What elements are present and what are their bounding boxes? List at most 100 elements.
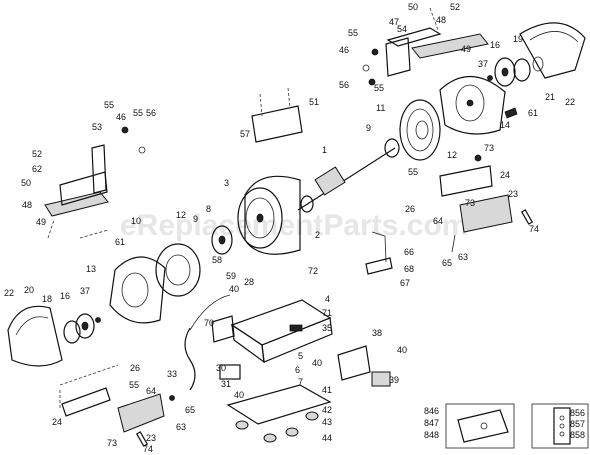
- callout-71: 71: [322, 308, 332, 318]
- callout-3: 3: [224, 178, 229, 188]
- callout-47: 47: [389, 17, 399, 27]
- callout-54: 54: [397, 24, 407, 34]
- right-inner-guard: [439, 75, 518, 135]
- callout-5: 5: [298, 351, 303, 361]
- callout-55: 55: [348, 28, 358, 38]
- callout-55: 55: [408, 167, 418, 177]
- callout-7: 7: [298, 377, 303, 387]
- callout-12: 12: [447, 150, 457, 160]
- right-tool-rest: [439, 154, 534, 253]
- callout-35: 35: [322, 323, 332, 333]
- callout-857: 857: [570, 419, 585, 429]
- right-wheel-guard: [519, 22, 586, 79]
- callout-33: 33: [167, 369, 177, 379]
- callout-16: 16: [490, 40, 500, 50]
- power-cord: [184, 294, 241, 391]
- callout-40: 40: [229, 284, 239, 294]
- callout-14: 14: [500, 120, 510, 130]
- callout-13: 13: [86, 264, 96, 274]
- callout-9: 9: [193, 214, 198, 224]
- callout-847: 847: [424, 418, 439, 428]
- callout-9: 9: [366, 123, 371, 133]
- callout-40: 40: [397, 345, 407, 355]
- right-wheel-flanges: [487, 56, 544, 87]
- callout-55: 55: [129, 380, 139, 390]
- callout-8: 8: [206, 204, 211, 214]
- callout-63: 63: [458, 252, 468, 262]
- callout-73: 73: [107, 438, 117, 448]
- callout-48: 48: [22, 200, 32, 210]
- callout-12: 12: [176, 210, 186, 220]
- callout-55: 55: [133, 108, 143, 118]
- inset-switch-kit: [531, 403, 589, 449]
- left-fan: [211, 225, 233, 255]
- label-plate: [251, 87, 303, 143]
- callout-61: 61: [528, 108, 538, 118]
- callout-64: 64: [146, 386, 156, 396]
- callout-41: 41: [322, 385, 332, 395]
- left-wheel-flanges: [63, 313, 101, 344]
- callout-2: 2: [315, 230, 320, 240]
- callout-39: 39: [389, 375, 399, 385]
- callout-856: 856: [570, 408, 585, 418]
- callout-66: 66: [404, 247, 414, 257]
- callout-56: 56: [339, 80, 349, 90]
- callout-22: 22: [4, 288, 14, 298]
- motor-housing: [237, 175, 301, 255]
- right-end-bell: [399, 99, 441, 161]
- callout-31: 31: [221, 379, 231, 389]
- callout-65: 65: [442, 258, 452, 268]
- callout-59: 59: [226, 271, 236, 281]
- callout-846: 846: [424, 406, 439, 416]
- callout-30: 30: [216, 363, 226, 373]
- callout-58: 58: [212, 255, 222, 265]
- inset-eye-shield-kit: [445, 403, 515, 449]
- left-wheel-guard: [7, 305, 63, 367]
- cord-clip: [365, 231, 393, 275]
- left-bracket: [44, 126, 146, 239]
- upper-right-bracket: [362, 7, 489, 86]
- callout-49: 49: [461, 44, 471, 54]
- base: [230, 299, 333, 364]
- callout-56: 56: [146, 108, 156, 118]
- callout-19: 19: [513, 34, 523, 44]
- callout-40: 40: [234, 390, 244, 400]
- callout-11: 11: [376, 103, 385, 113]
- switch-plate: [337, 345, 391, 387]
- callout-38: 38: [372, 328, 382, 338]
- callout-68: 68: [404, 264, 414, 274]
- callout-858: 858: [570, 430, 585, 440]
- callout-70: 70: [204, 318, 214, 328]
- callout-37: 37: [80, 286, 90, 296]
- callout-24: 24: [52, 417, 62, 427]
- callout-1: 1: [322, 145, 327, 155]
- callout-52: 52: [450, 2, 460, 12]
- callout-26: 26: [405, 204, 415, 214]
- callout-50: 50: [21, 178, 31, 188]
- callout-49: 49: [36, 217, 46, 227]
- callout-26: 26: [130, 363, 140, 373]
- callout-23: 23: [508, 189, 518, 199]
- callout-72: 72: [308, 266, 318, 276]
- callout-22: 22: [565, 97, 575, 107]
- bottom-plate: [226, 384, 332, 443]
- callout-6: 6: [295, 365, 300, 375]
- watermark-text: eReplacementParts.com: [120, 209, 469, 242]
- callout-64: 64: [433, 216, 443, 226]
- left-tool-rest: [59, 364, 175, 447]
- callout-23: 23: [146, 433, 156, 443]
- callout-74: 74: [529, 224, 539, 234]
- callout-46: 46: [339, 45, 349, 55]
- callout-67: 67: [400, 278, 410, 288]
- callout-43: 43: [322, 417, 332, 427]
- motor-armature: [297, 138, 400, 213]
- callout-51: 51: [309, 97, 319, 107]
- callout-4: 4: [325, 294, 330, 304]
- callout-18: 18: [42, 294, 52, 304]
- callout-57: 57: [240, 129, 250, 139]
- callout-48: 48: [436, 15, 446, 25]
- callout-37: 37: [478, 59, 488, 69]
- callout-74: 74: [143, 444, 153, 454]
- callout-44: 44: [322, 433, 332, 443]
